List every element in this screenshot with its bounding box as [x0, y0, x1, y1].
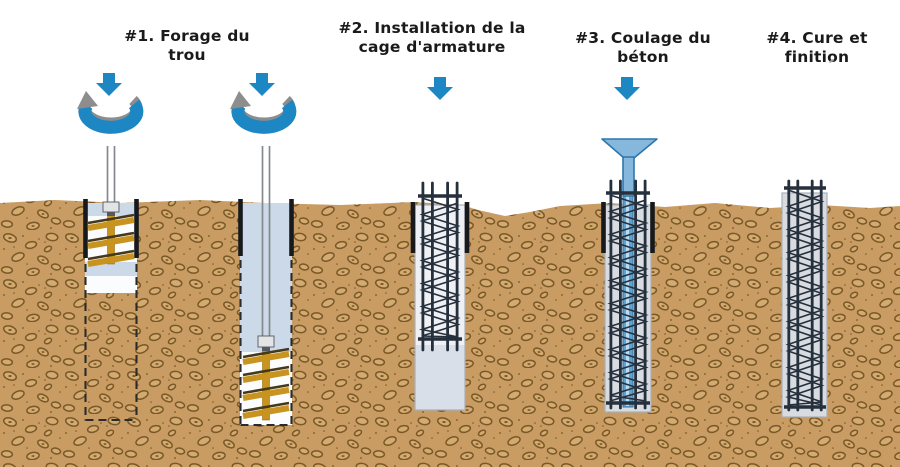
slurry-band-low [85, 262, 137, 276]
borehole-slurry [240, 203, 292, 352]
planned-depth-dashed-outline [84, 264, 138, 422]
rotation-icon [77, 91, 144, 134]
drill-rod [102, 146, 120, 216]
stage1-deep-drilled-hole [230, 73, 297, 427]
step-1-label: #1. Forage du trou [124, 27, 250, 64]
rebar-cage [784, 179, 826, 412]
drill-rod [257, 146, 275, 351]
tremie-pipe-highlight [626, 195, 629, 406]
stage2-rebar-cage-hole [410, 77, 470, 411]
rebar-cage [606, 179, 650, 410]
down-arrow-icon [427, 77, 453, 100]
rotation-icon [230, 91, 297, 134]
rebar-cage [418, 181, 462, 352]
stage3-concrete-pouring [601, 77, 658, 413]
down-arrow-icon [96, 73, 122, 96]
borehole-outline [414, 204, 466, 411]
borehole-lower [415, 345, 465, 410]
funnel-icon [601, 138, 658, 197]
step-4-label: #4. Cure et finition [766, 29, 868, 66]
pile-outline [781, 192, 828, 418]
step-3-label: #3. Coulage du béton [575, 29, 711, 66]
borehole-dashed-outline [239, 260, 293, 427]
down-arrow-icon [249, 73, 275, 96]
step-2-label: #2. Installation de la cage d'armature [338, 19, 526, 56]
down-arrow-icon [614, 77, 640, 100]
stage1-shallow-drilled-hole [77, 73, 144, 422]
stage4-finished-pile [781, 179, 828, 418]
